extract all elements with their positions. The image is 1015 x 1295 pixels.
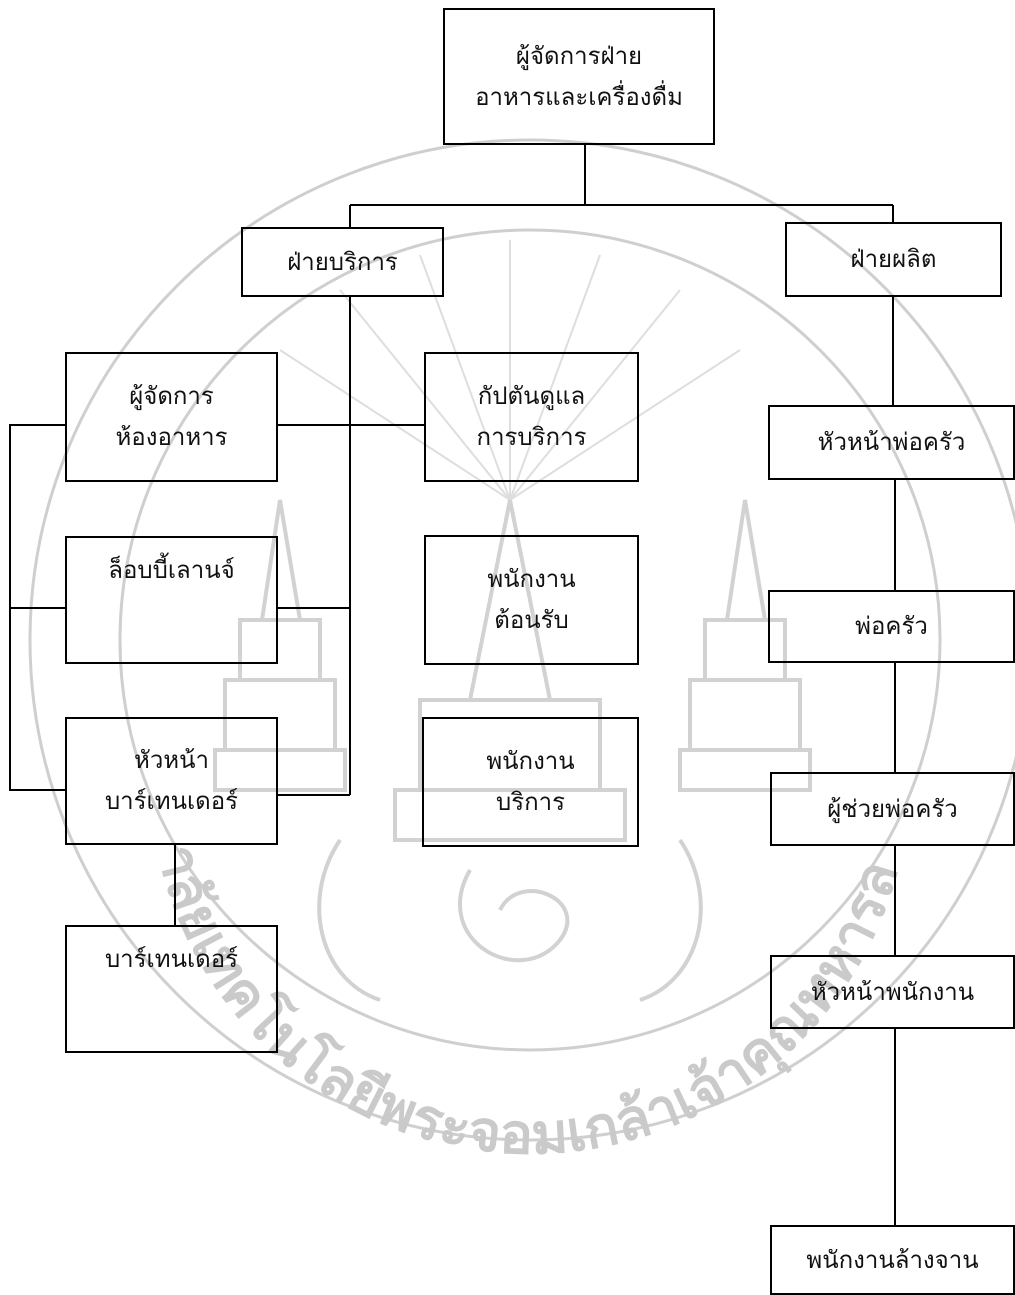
node-lobby-lounge-label: ล็อบบี้เลานจ์ — [108, 556, 235, 584]
node-assistant-chef-label: ผู้ช่วยพ่อครัว — [827, 794, 958, 823]
node-service-captain: กัปตันดูแล การบริการ — [424, 352, 639, 482]
node-head-bartender-line1: หัวหน้า — [134, 746, 209, 775]
node-reception-staff-line1: พนักงาน — [487, 565, 576, 594]
node-reception-staff: พนักงาน ต้อนรับ — [424, 535, 639, 665]
node-head-chef: หัวหน้าพ่อครัว — [768, 405, 1015, 480]
node-chef-label: พ่อครัว — [855, 612, 928, 641]
node-bartender-label: บาร์เทนเดอร์ — [104, 945, 239, 973]
node-production-department: ฝ่ายผลิต — [785, 222, 1002, 297]
node-dishwasher: พนักงานล้างจาน — [770, 1225, 1015, 1295]
node-reception-staff-line2: ต้อนรับ — [494, 606, 569, 634]
node-service-department: ฝ่ายบริการ — [241, 227, 444, 297]
node-production-department-label: ฝ่ายผลิต — [850, 245, 937, 274]
node-service-captain-line1: กัปตันดูแล — [477, 382, 586, 411]
node-waiter: พนักงาน บริการ — [422, 717, 639, 847]
node-chef: พ่อครัว — [768, 590, 1015, 663]
node-waiter-line1: พนักงาน — [486, 747, 575, 776]
node-fb-manager-line2: อาหารและเครื่องดื่ม — [475, 82, 683, 111]
node-fb-manager: ผู้จัดการฝ่าย อาหารและเครื่องดื่ม — [443, 8, 715, 145]
node-restaurant-manager-line2: ห้องอาหาร — [115, 423, 228, 451]
node-head-chef-label: หัวหน้าพ่อครัว — [817, 428, 966, 457]
node-restaurant-manager-line1: ผู้จัดการ — [129, 382, 214, 411]
node-assistant-chef: ผู้ช่วยพ่อครัว — [770, 772, 1015, 846]
node-lobby-lounge: ล็อบบี้เลานจ์ — [65, 536, 278, 664]
seal-outline — [28, 138, 1015, 1142]
node-head-staff: หัวหน้าพนักงาน — [770, 955, 1015, 1029]
node-bartender: บาร์เทนเดอร์ — [65, 925, 278, 1053]
node-head-bartender-line2: บาร์เทนเดอร์ — [104, 787, 239, 815]
node-head-bartender: หัวหน้า บาร์เทนเดอร์ — [65, 717, 278, 845]
seal-pagodas — [213, 499, 812, 1002]
node-fb-manager-line1: ผู้จัดการฝ่าย — [515, 41, 643, 70]
node-waiter-line2: บริการ — [495, 788, 566, 816]
node-service-department-label: ฝ่ายบริการ — [287, 247, 398, 276]
node-restaurant-manager: ผู้จัดการ ห้องอาหาร — [65, 352, 278, 482]
node-dishwasher-label: พนักงานล้างจาน — [806, 1245, 979, 1274]
node-service-captain-line2: การบริการ — [476, 423, 587, 451]
node-head-staff-label: หัวหน้าพนักงาน — [810, 977, 975, 1006]
